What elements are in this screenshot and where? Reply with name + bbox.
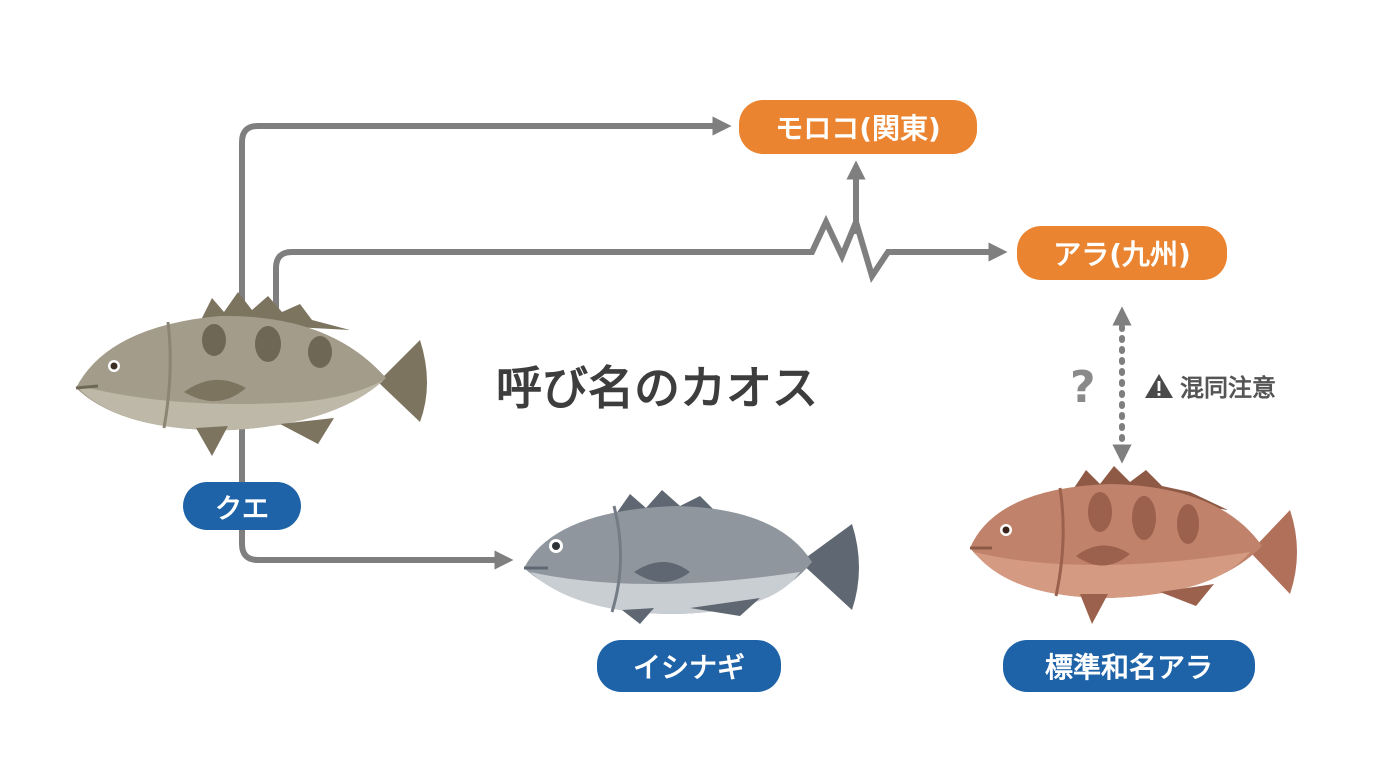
arrow-kue-to-morokoo [239, 116, 732, 482]
confusion-warning: 混同注意 [1144, 368, 1276, 403]
morokoo-kanto-label: モロコ(関東) [739, 100, 977, 154]
ara-kyushu-label: アラ(九州) [1017, 226, 1227, 280]
ishinagi-label: イシナギ [597, 640, 781, 692]
arrow-kue-to-ara-kyushu [273, 212, 1008, 318]
kue-label: クエ [183, 482, 301, 530]
question-mark: ? [1070, 362, 1096, 413]
warning-text: 混同注意 [1180, 374, 1276, 402]
kue-fish-icon [75, 292, 427, 456]
standard-ara-label: 標準和名アラ [1003, 640, 1255, 692]
ishinagi-fish-icon [524, 490, 859, 624]
diagram-title: 呼び名のカオス [496, 361, 818, 415]
warning-triangle-icon [1145, 373, 1173, 398]
arrow-kue-to-ishinagi [239, 530, 514, 570]
standard-ara-fish-icon [970, 466, 1297, 624]
